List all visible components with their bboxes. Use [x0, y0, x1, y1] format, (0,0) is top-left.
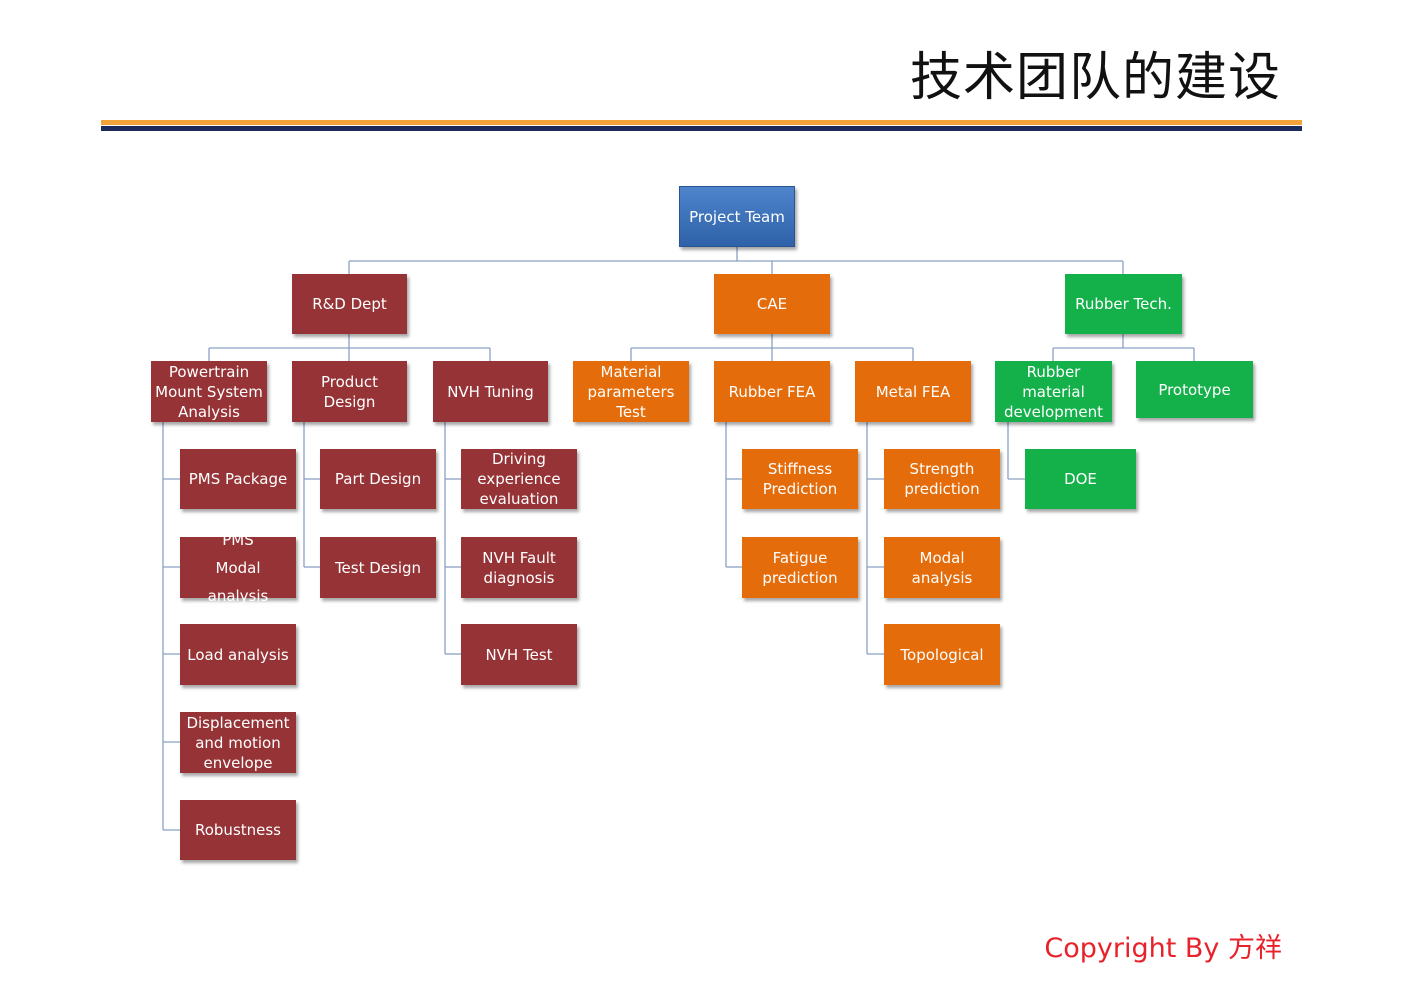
node-label: Rubber FEA [728, 382, 816, 401]
node-label: Fatigue prediction [762, 548, 838, 587]
node-label: Load analysis [187, 645, 289, 664]
title-rule-orange [101, 120, 1302, 125]
node-dept-rubber[interactable]: Rubber Tech. [1065, 274, 1182, 334]
node-item-nvh-test[interactable]: NVH Test [461, 624, 577, 685]
slide-title: 技术团队的建设 [909, 48, 1281, 108]
node-group-prototype[interactable]: Prototype [1136, 361, 1253, 418]
node-dept-cae[interactable]: CAE [714, 274, 830, 334]
node-label: Metal FEA [875, 382, 951, 401]
node-item-pms-modal[interactable]: PMS Modal analysis [180, 531, 296, 605]
node-label: Rubber material development [1004, 362, 1103, 421]
node-group-nvh-tuning[interactable]: NVH Tuning [433, 361, 548, 422]
node-group-product-design[interactable]: Product Design [292, 361, 407, 422]
node-item-load-analysis[interactable]: Load analysis [180, 624, 296, 685]
node-dept-rd[interactable]: R&D Dept [292, 274, 407, 334]
node-label: Displacement and motion envelope [186, 713, 290, 772]
node-label: Powertrain Mount System Analysis [155, 362, 263, 421]
node-label: Project Team [689, 207, 785, 226]
node-item-part-design[interactable]: Part Design [320, 449, 436, 509]
node-group-material-test[interactable]: Material parameters Test [573, 361, 689, 422]
node-group-powertrain[interactable]: Powertrain Mount System Analysis [151, 361, 267, 422]
node-label: Test Design [334, 558, 422, 577]
node-label: CAE [756, 295, 788, 313]
node-item-stiffness[interactable]: Stiffness Prediction [742, 449, 858, 509]
node-group-metal-fea[interactable]: Metal FEA [855, 361, 971, 422]
node-label: NVH Tuning [447, 382, 534, 401]
node-item-test-design[interactable]: Test Design [320, 537, 436, 598]
node-label: R&D Dept [312, 295, 387, 313]
node-label: Driving experience evaluation [477, 450, 561, 508]
node-label: Robustness [194, 821, 281, 839]
node-item-pms-package[interactable]: PMS Package [180, 449, 296, 509]
copyright-text: Copyright By 方祥 [1044, 933, 1282, 964]
node-group-rubber-material[interactable]: Rubber material development [995, 361, 1112, 422]
node-item-driving-experience[interactable]: Driving experience evaluation [461, 449, 577, 509]
node-label: NVH Fault diagnosis [482, 548, 556, 587]
node-label: Rubber Tech. [1075, 295, 1172, 313]
node-item-fatigue[interactable]: Fatigue prediction [742, 537, 858, 598]
node-item-modal-analysis[interactable]: Modal analysis [884, 537, 1000, 598]
node-label: Topological [900, 645, 984, 664]
node-item-nvh-fault[interactable]: NVH Fault diagnosis [461, 537, 577, 598]
node-label: Modal analysis [911, 548, 973, 587]
node-label: Prototype [1158, 380, 1231, 399]
node-item-doe[interactable]: DOE [1025, 449, 1136, 509]
node-label: Stiffness Prediction [762, 460, 838, 498]
node-label: Material parameters Test [587, 362, 675, 421]
node-item-displacement[interactable]: Displacement and motion envelope [180, 712, 296, 773]
node-label: PMS Package [188, 470, 288, 488]
node-label: DOE [1064, 470, 1097, 488]
title-rule-navy [101, 126, 1302, 131]
node-label: PMS Modal analysis [207, 530, 269, 605]
node-label: Part Design [334, 470, 422, 488]
node-label: Product Design [321, 372, 378, 411]
node-label: NVH Test [485, 645, 553, 664]
node-item-robustness[interactable]: Robustness [180, 800, 296, 860]
node-root[interactable]: Project Team [679, 186, 795, 247]
node-item-strength[interactable]: Strength prediction [884, 449, 1000, 509]
node-group-rubber-fea[interactable]: Rubber FEA [714, 361, 830, 422]
node-label: Strength prediction [904, 460, 980, 498]
node-item-topological[interactable]: Topological [884, 624, 1000, 685]
